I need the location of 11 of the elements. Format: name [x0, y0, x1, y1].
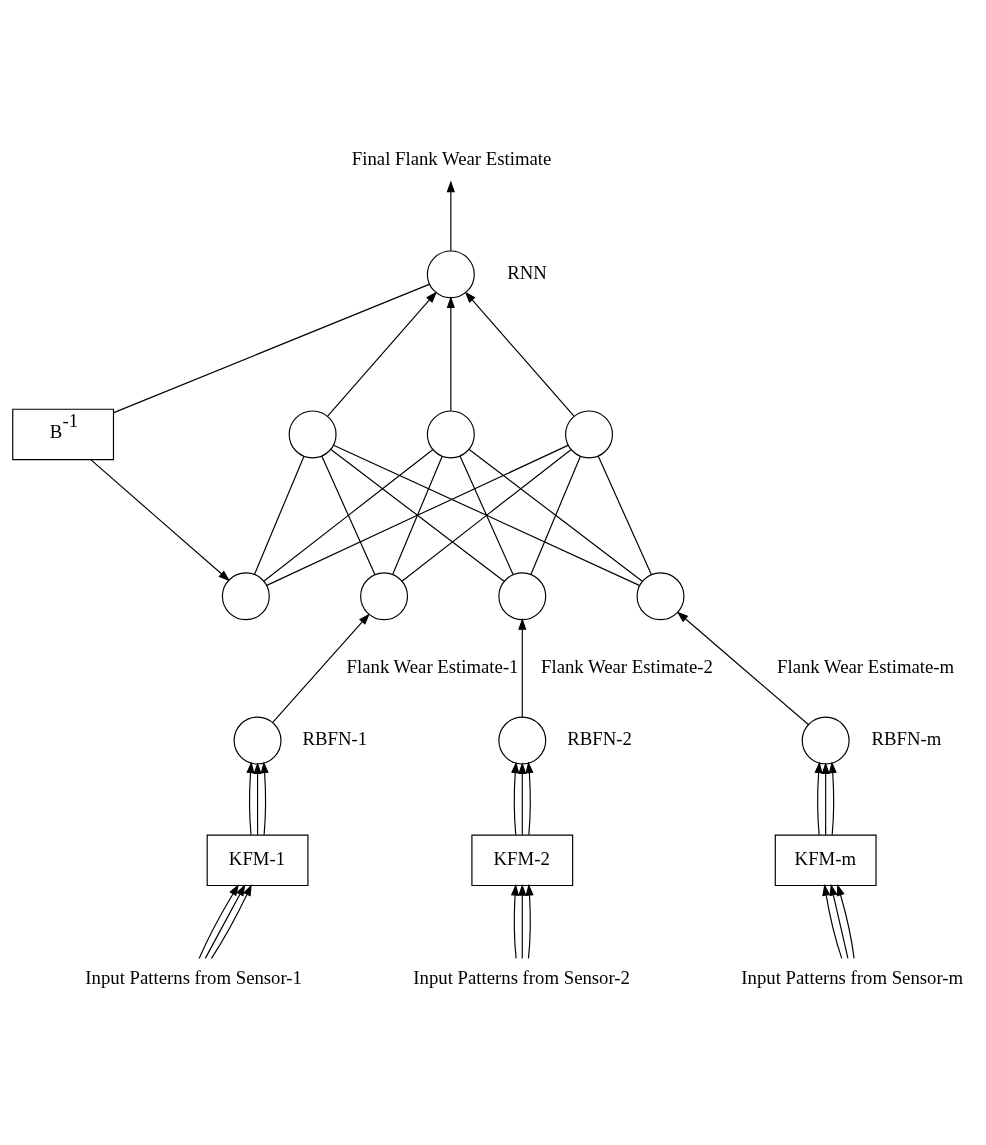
node-label: RBFN-1	[302, 728, 368, 750]
node-label: RBFN-m	[871, 728, 942, 750]
node-text: Input Patterns from Sensor-m	[741, 967, 964, 989]
node-label: RNN	[507, 261, 547, 283]
edge-label: Flank Wear Estimate-1	[346, 655, 519, 677]
node-text: Final Flank Wear Estimate	[351, 148, 552, 170]
node-text: Input Patterns from Sensor-1	[85, 967, 302, 989]
edge-label: Flank Wear Estimate-2	[541, 655, 713, 677]
node-text: Input Patterns from Sensor-2	[413, 967, 630, 989]
node-label: RBFN-2	[567, 728, 632, 750]
edge-label: Flank Wear Estimate-m	[777, 655, 955, 677]
